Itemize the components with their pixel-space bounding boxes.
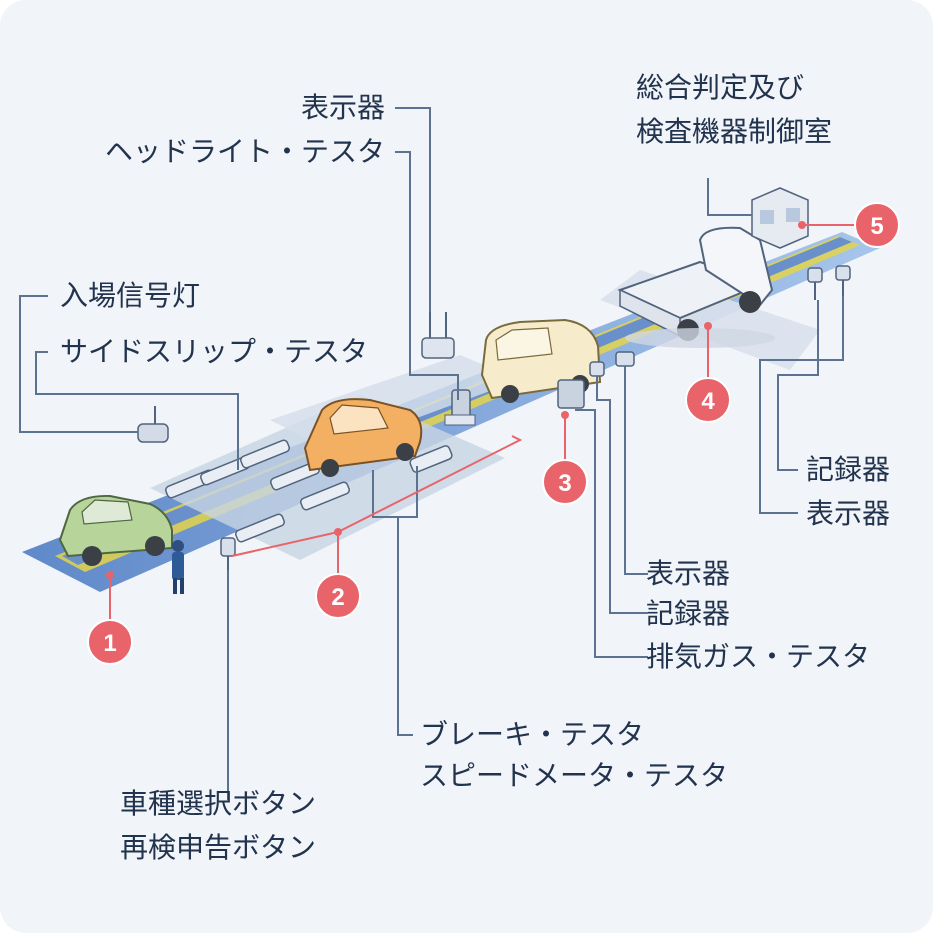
badge-2: 2 xyxy=(315,573,361,619)
badge-3-text: 3 xyxy=(558,470,571,497)
label-reinspection-button: 再検申告ボタン xyxy=(120,831,317,864)
headlight-tester-device xyxy=(421,312,476,426)
van-cream xyxy=(480,318,602,403)
select-button-post xyxy=(220,537,236,570)
exhaust-tester-device xyxy=(557,351,635,409)
label-speedometer-tester: スピードメータ・テスタ xyxy=(420,759,729,792)
label-entry-signal: 入場信号灯 xyxy=(60,279,201,312)
label-side-slip-tester: サイドスリップ・テスタ xyxy=(60,335,369,368)
label-exhaust-recorder: 記録器 xyxy=(646,597,731,630)
badge-3: 3 xyxy=(542,459,588,505)
label-control-room-line1: 総合判定及び xyxy=(636,71,805,104)
entry-signal-lamp xyxy=(137,406,169,443)
test-plates xyxy=(165,439,453,543)
label-right-display: 表示器 xyxy=(806,497,891,530)
label-control-room-line2: 検査機器制御室 xyxy=(636,115,833,148)
badge-4-text: 4 xyxy=(701,388,715,415)
badge-5-text: 5 xyxy=(870,213,883,240)
control-room-booth xyxy=(751,187,809,249)
label-headlight-display: 表示器 xyxy=(300,91,385,124)
badge-1: 1 xyxy=(87,619,133,665)
badge-5: 5 xyxy=(854,202,900,248)
label-exhaust-tester: 排気ガス・テスタ xyxy=(646,640,871,673)
truck-white xyxy=(617,226,775,348)
car-orange xyxy=(303,398,423,477)
label-vehicle-select-button: 車種選択ボタン xyxy=(120,787,317,820)
leader-lines xyxy=(19,107,844,800)
car-green xyxy=(58,494,173,566)
badge-anchor-dots xyxy=(106,221,806,579)
inspector-person xyxy=(172,540,184,594)
badge-4: 4 xyxy=(685,377,731,423)
right-side-devices xyxy=(807,265,851,300)
badge-1-text: 1 xyxy=(103,630,116,657)
label-headlight-tester: ヘッドライト・テスタ xyxy=(104,135,385,168)
label-brake-tester: ブレーキ・テスタ xyxy=(420,718,645,751)
badge-2-text: 2 xyxy=(331,584,344,611)
label-right-recorder: 記録器 xyxy=(806,453,891,486)
label-exhaust-display: 表示器 xyxy=(646,557,731,590)
